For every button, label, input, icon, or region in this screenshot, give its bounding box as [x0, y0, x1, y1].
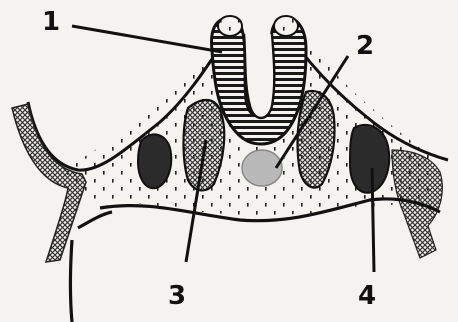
intermediate-mesoderm-right — [350, 125, 389, 193]
leader-line-1 — [72, 26, 222, 52]
neural-fold-tip-left — [218, 16, 242, 36]
endoderm-lower-line — [71, 212, 113, 322]
label-1: 1 — [42, 7, 60, 37]
label-4: 4 — [358, 281, 376, 311]
label-2: 2 — [356, 31, 374, 61]
intermediate-mesoderm-left — [138, 134, 171, 188]
label-3: 3 — [168, 281, 186, 311]
ectoderm-shaded-left — [12, 104, 86, 262]
neural-fold-tip-right — [274, 16, 298, 36]
leader-line-4 — [372, 168, 374, 272]
